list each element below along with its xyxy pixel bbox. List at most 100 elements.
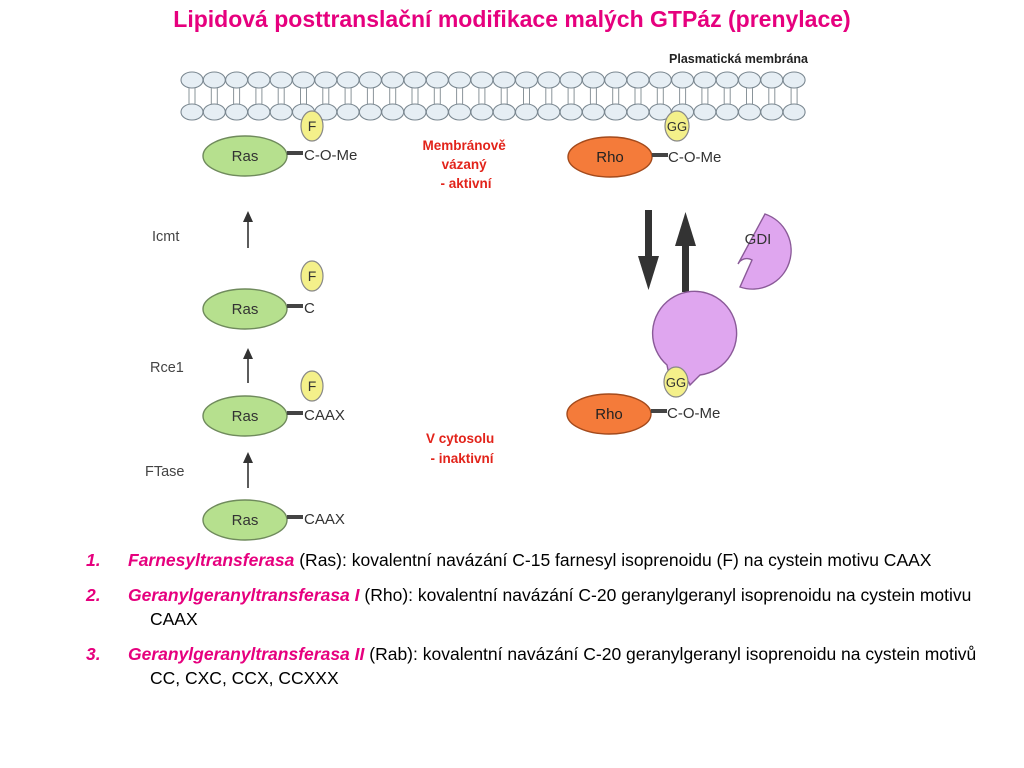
note-text: (Ras): kovalentní navázání C-15 farnesyl…	[299, 550, 932, 570]
lipid-head	[448, 71, 472, 89]
lipid-head	[559, 103, 583, 121]
ras-membrane-bound: Ras F C-O-Me	[202, 110, 357, 177]
geranylgeranyl-label: GG	[667, 119, 687, 134]
lipid-head	[693, 71, 717, 89]
note-item: 3.Geranylgeranyltransferasa II (Rab): ko…	[44, 642, 984, 690]
rho-membrane-bound: Rho GG C-O-Me	[567, 110, 721, 178]
lipid-head	[492, 103, 516, 121]
lipid-head	[693, 103, 717, 121]
lipid-head	[358, 103, 382, 121]
lipid-head	[559, 71, 583, 89]
ras-tail-label: CAAX	[304, 407, 345, 424]
ras-cleaved: Ras F C	[202, 260, 324, 330]
ras-tail-label: C-O-Me	[304, 147, 357, 164]
plasma-membrane	[180, 71, 806, 121]
enzyme-icmt: Icmt	[152, 229, 179, 245]
note-number: 1.	[86, 550, 101, 570]
farnesyl-group	[300, 260, 324, 292]
lipid-head	[492, 71, 516, 89]
ras-tail-label: CAAX	[304, 511, 345, 528]
lipid-head	[715, 103, 739, 121]
lipid-head	[314, 71, 338, 89]
lipid-head	[381, 71, 405, 89]
rho-label: Rho	[595, 406, 623, 423]
lipid-head	[358, 71, 382, 89]
lipid-head	[180, 103, 204, 121]
lipid-head	[269, 103, 293, 121]
lipid-head	[581, 103, 605, 121]
up-arrow-head	[243, 211, 253, 222]
lipid-head	[604, 103, 628, 121]
lipid-head	[782, 103, 806, 121]
farnesyl-group	[300, 110, 324, 142]
farnesyl-group	[300, 370, 324, 402]
geranylgeranyl-label: GG	[666, 375, 686, 390]
lipid-head	[514, 71, 539, 89]
lipid-head	[202, 103, 226, 121]
note-enzyme: Geranylgeranyltransferasa I	[128, 585, 360, 605]
lipid-head	[247, 103, 271, 121]
farnesyl-label: F	[308, 118, 317, 134]
lipid-head	[470, 103, 494, 121]
slide-title: Lipidová posttranslační modifikace malýc…	[173, 6, 851, 32]
lipid-head	[737, 71, 762, 89]
lipid-head	[425, 71, 449, 89]
gdi-protein: GDI	[737, 213, 792, 290]
note-text: (Rho): kovalentní navázání C-20 geranylg…	[150, 585, 972, 629]
lipid-head	[671, 71, 695, 89]
lipid-head	[403, 71, 427, 89]
lipid-head	[626, 103, 650, 121]
note-item: 1. Farnesyltransferasa (Ras): kovalentní …	[44, 548, 984, 572]
gdi-shape	[737, 213, 792, 290]
prenylation-diagram: Plasmatická membrána Ras F C-O-Me Icmt R…	[145, 52, 809, 541]
membrane-bound-label: Membránově vázaný - aktivní	[422, 138, 509, 191]
rho-label: Rho	[596, 149, 624, 166]
lipid-head	[403, 103, 427, 121]
farnesyl-label: F	[308, 268, 317, 284]
lipid-head	[291, 71, 316, 89]
lipid-head	[269, 71, 293, 89]
cytosol-label: V cytosolu - inaktivní	[426, 431, 498, 466]
lipid-head	[760, 71, 784, 89]
ras-label: Ras	[232, 301, 259, 318]
lipid-head	[514, 103, 539, 121]
ras-unmodified: Ras CAAX	[202, 499, 345, 541]
lipid-head	[336, 71, 360, 89]
lipid-head	[782, 71, 806, 89]
note-number: 2.	[86, 585, 101, 605]
enzyme-ftase: FTase	[145, 464, 185, 480]
note-text: (Rab): kovalentní navázání C-20 geranylg…	[150, 644, 977, 688]
rho-tail-label: C-O-Me	[668, 149, 721, 166]
membrane-label: Plasmatická membrána	[669, 52, 809, 66]
ras-protein	[202, 395, 288, 437]
note-enzyme: Geranylgeranyltransferasa II	[128, 644, 365, 664]
note-enzyme: Farnesyltransferasa	[128, 550, 295, 570]
lipid-head	[225, 103, 249, 121]
lipid-head	[381, 103, 405, 121]
rho-tail-label: C-O-Me	[667, 405, 720, 422]
lipid-head	[180, 71, 204, 89]
lipid-head	[581, 71, 605, 89]
farnesyl-label: F	[308, 378, 317, 394]
ras-tail-label: C	[304, 300, 315, 317]
lipid-head	[537, 103, 561, 121]
lipid-head	[336, 103, 360, 121]
gdi-rho-complex: Rho GG C-O-Me	[566, 290, 738, 435]
lipid-head	[202, 71, 226, 89]
lipid-head	[626, 71, 650, 89]
geranylgeranyl-group	[664, 110, 690, 142]
lipid-head	[247, 71, 271, 89]
gdi-bound-shape	[651, 290, 738, 387]
ras-protein	[202, 288, 288, 330]
lipid-head	[648, 71, 672, 89]
note-item: 2. Geranylgeranyltransferasa I (Rho): kov…	[44, 583, 984, 631]
lipid-head	[537, 71, 561, 89]
rho-protein	[566, 393, 652, 435]
ras-farnesylated: Ras F CAAX	[202, 370, 345, 437]
notes-list: 1. Farnesyltransferasa (Ras): kovalentní …	[44, 548, 984, 701]
lipid-head	[760, 103, 784, 121]
lipid-head	[448, 103, 472, 121]
lipid-head	[737, 103, 762, 121]
down-arrow	[638, 210, 659, 290]
gdi-label: GDI	[745, 231, 772, 248]
